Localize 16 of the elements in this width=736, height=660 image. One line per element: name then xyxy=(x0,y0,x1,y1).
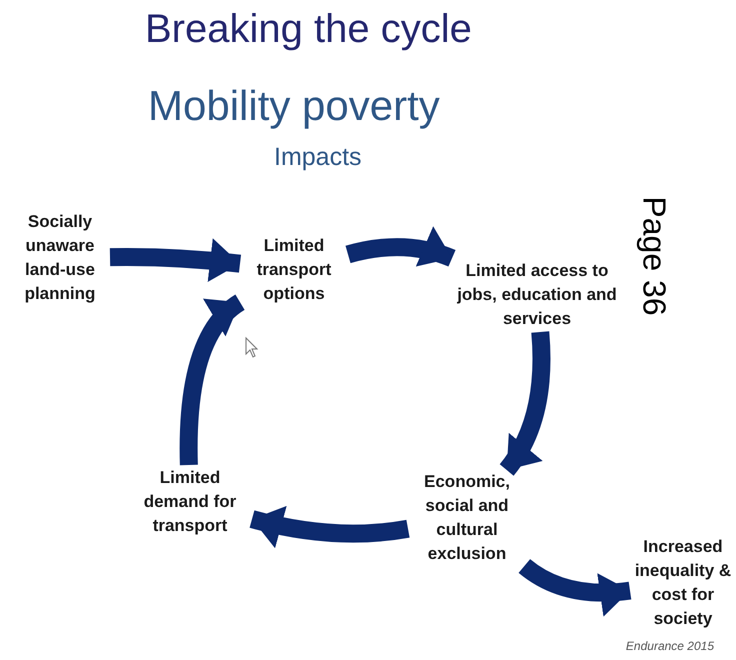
curved-arrow xyxy=(500,331,550,476)
page-number: Page 36 xyxy=(639,196,671,316)
source-note: Endurance 2015 xyxy=(626,640,714,652)
curved-arrow xyxy=(180,294,246,466)
node-label: Socially unaware land-use planning xyxy=(24,211,96,305)
subtitle: Mobility poverty xyxy=(148,81,440,131)
title: Breaking the cycle xyxy=(145,6,472,53)
curved-arrow xyxy=(346,226,456,268)
node-label: Limited demand for transport xyxy=(142,467,238,537)
node-label: Increased inequality & cost for society xyxy=(634,536,732,630)
node-label: Economic, social and cultural exclusion xyxy=(423,471,511,565)
node-label: Limited access to jobs, education and services xyxy=(456,260,618,330)
curved-arrow xyxy=(250,505,410,548)
node-label: Limited transport options xyxy=(256,235,332,305)
curved-arrow xyxy=(110,238,241,282)
subheading: Impacts xyxy=(274,142,362,173)
